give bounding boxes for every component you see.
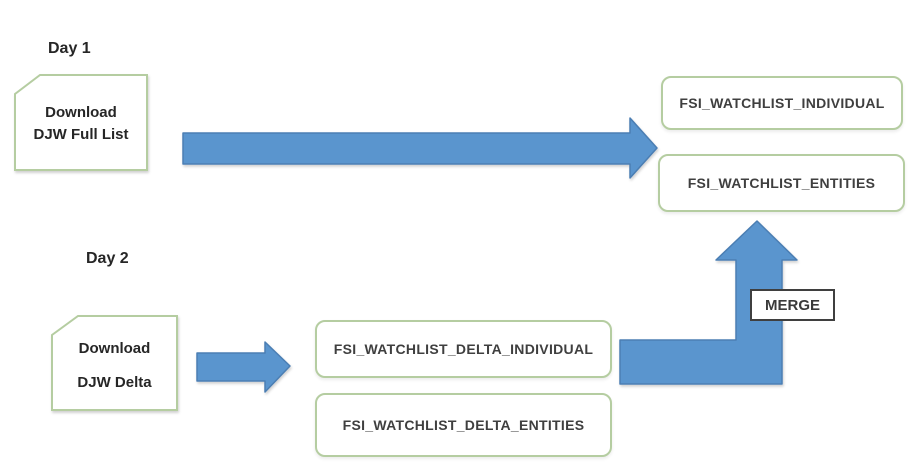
table-box-fsi-watchlist-entities: FSI_WATCHLIST_ENTITIES [658,154,905,212]
day2-delta-arrow [196,341,291,393]
day1-download-document-shape [14,74,148,171]
doc1-line2: DJW Full List [33,126,129,143]
doc2-line1: Download [78,340,151,357]
merge-label-box: MERGE [750,289,835,321]
day2-download-document-shape [51,315,178,411]
day1-download-document-text: Download DJW Full List [15,78,147,170]
day1-label: Day 1 [48,40,91,57]
table-box-fsi-watchlist-individual: FSI_WATCHLIST_INDIVIDUAL [661,76,903,130]
day2-download-document-text: Download DJW Delta [52,322,177,410]
day2-label: Day 2 [86,250,129,267]
table-box-fsi-watchlist-delta-individual: FSI_WATCHLIST_DELTA_INDIVIDUAL [315,320,612,378]
day1-full-list-arrow [182,117,658,179]
table-box-fsi-watchlist-delta-entities: FSI_WATCHLIST_DELTA_ENTITIES [315,393,612,457]
doc1-line1: Download [45,104,117,121]
doc2-line2: DJW Delta [77,374,152,391]
delta-merge-elbow-arrow [619,220,798,385]
